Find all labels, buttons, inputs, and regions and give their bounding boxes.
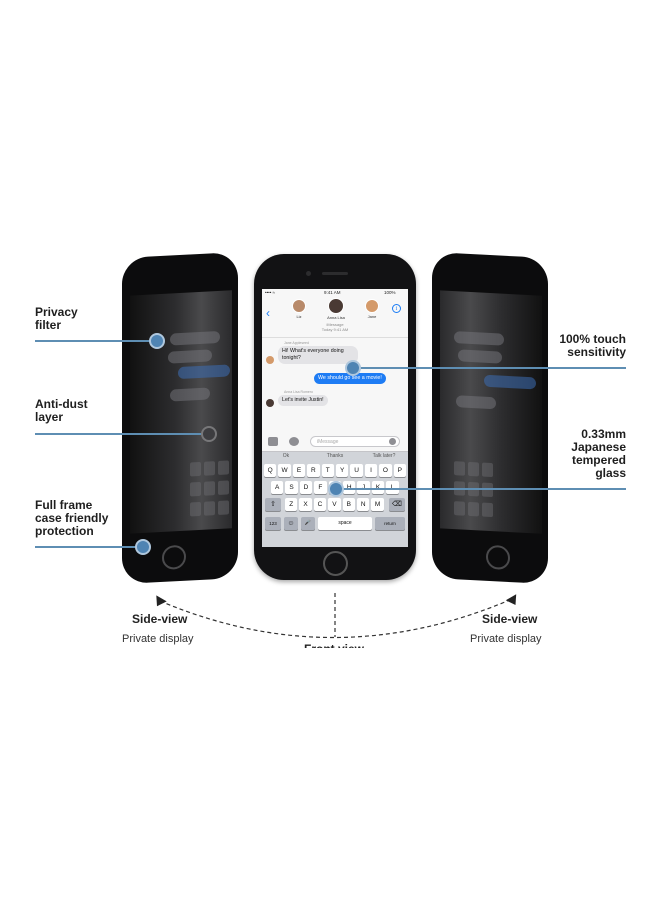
line-tempered-glass bbox=[342, 488, 626, 490]
battery-level: 100% bbox=[384, 290, 396, 295]
avatar-jane-small bbox=[266, 356, 274, 364]
contact-name-anna-lisa: Anna Lisa bbox=[327, 315, 345, 320]
label-privacy-filter: Privacy filter bbox=[35, 305, 78, 332]
label-anti-dust: Anti-dust layer bbox=[35, 397, 88, 424]
line-anti-dust bbox=[35, 433, 203, 435]
carrier-signal: •••• ≈ bbox=[265, 290, 276, 295]
letter-key-j[interactable]: J bbox=[357, 481, 370, 494]
letter-key-x[interactable]: X bbox=[299, 498, 312, 511]
dot-touch-sensitivity bbox=[345, 360, 361, 376]
left-arrow-head bbox=[156, 595, 167, 607]
letter-key-d[interactable]: D bbox=[299, 481, 313, 494]
letter-key-i[interactable]: I bbox=[364, 464, 378, 477]
letter-key-a[interactable]: A bbox=[271, 481, 284, 494]
message-bubble-1[interactable]: Hi! What's everyone doing tonight? bbox=[278, 346, 358, 364]
letter-key-k[interactable]: K bbox=[371, 481, 385, 494]
suggestion-2[interactable]: Thanks bbox=[326, 453, 344, 459]
suggestion-1[interactable]: Ok bbox=[282, 453, 290, 459]
contact-name-liz: Liz bbox=[296, 314, 302, 319]
status-time: 9:41 AM bbox=[324, 290, 341, 295]
right-side-screen bbox=[440, 290, 542, 534]
quicktype-bar: Ok Thanks Talk later? bbox=[262, 451, 408, 463]
left-view-subtitle: Private display bbox=[122, 633, 194, 645]
letter-key-b[interactable]: B bbox=[342, 498, 355, 511]
suggestion-3[interactable]: Talk later? bbox=[372, 453, 396, 459]
label-tempered-glass: 0.33mm Japanese tempered glass bbox=[571, 427, 626, 480]
letter-key-t[interactable]: T bbox=[321, 464, 334, 477]
message-bubble-3[interactable]: Let's invite Justin! bbox=[278, 395, 328, 406]
line-touch-sensitivity bbox=[358, 367, 626, 369]
label-touch-sensitivity: 100% touch sensitivity bbox=[559, 332, 626, 359]
letter-key-u[interactable]: U bbox=[350, 464, 363, 477]
letter-key-v[interactable]: V bbox=[328, 498, 341, 511]
message-bubble-2[interactable]: We should go see a movie! bbox=[314, 373, 386, 384]
left-side-screen bbox=[130, 290, 232, 534]
right-side-phone bbox=[432, 251, 548, 585]
front-screen: •••• ≈ 9:41 AM 100% ‹ Liz Anna Lisa Jane… bbox=[262, 289, 408, 547]
avatar-anna-lisa[interactable] bbox=[328, 298, 344, 314]
left-side-phone bbox=[122, 251, 238, 585]
letter-key-h[interactable]: H bbox=[343, 481, 356, 494]
camera-icon[interactable] bbox=[268, 437, 278, 446]
shift-key[interactable]: ⇧ bbox=[265, 498, 281, 511]
conversation-header: ‹ Liz Anna Lisa Jane i iMessage Today 9:… bbox=[262, 297, 408, 338]
line-full-frame bbox=[35, 546, 139, 548]
back-chevron-icon[interactable]: ‹ bbox=[266, 306, 270, 320]
letter-key-q[interactable]: Q bbox=[264, 464, 277, 477]
letter-key-m[interactable]: M bbox=[371, 498, 384, 511]
info-icon[interactable]: i bbox=[392, 304, 401, 313]
return-key[interactable]: return bbox=[375, 517, 405, 530]
dot-anti-dust bbox=[201, 426, 217, 442]
space-key[interactable]: space bbox=[318, 517, 372, 530]
letter-key-p[interactable]: P bbox=[393, 464, 406, 477]
right-view-subtitle: Private display bbox=[470, 633, 542, 645]
app-store-icon[interactable] bbox=[289, 437, 299, 446]
front-camera bbox=[306, 271, 311, 276]
dot-full-frame bbox=[135, 539, 151, 555]
contact-name-jane: Jane bbox=[367, 314, 377, 319]
dot-privacy-filter bbox=[149, 333, 165, 349]
thread-service: iMessage bbox=[326, 322, 344, 327]
letter-key-w[interactable]: W bbox=[278, 464, 291, 477]
label-full-frame: Full frame case friendly protection bbox=[35, 498, 109, 538]
letter-key-s[interactable]: S bbox=[285, 481, 298, 494]
letter-key-y[interactable]: Y bbox=[336, 464, 349, 477]
dot-tempered-glass bbox=[328, 481, 344, 497]
letter-key-l[interactable]: L bbox=[386, 481, 399, 494]
right-arrow-head bbox=[505, 594, 517, 606]
right-view-title: Side-view bbox=[482, 612, 538, 626]
numbers-key[interactable]: 123 bbox=[265, 517, 281, 530]
thread-timestamp: Today 9:41 AM bbox=[321, 327, 349, 332]
avatar-liz[interactable] bbox=[292, 299, 306, 313]
avatar-anna-lisa-small bbox=[266, 399, 274, 407]
line-privacy-filter bbox=[35, 340, 153, 342]
status-bar: •••• ≈ 9:41 AM 100% bbox=[262, 289, 408, 297]
letter-key-z[interactable]: Z bbox=[285, 498, 298, 511]
compose-bar: iMessage bbox=[262, 433, 408, 451]
dictation-key[interactable]: 🎤 bbox=[301, 517, 315, 530]
emoji-key[interactable]: ☺ bbox=[284, 517, 298, 530]
sender-anna-lisa: Anna Lisa Romero bbox=[284, 390, 313, 394]
bottom-whitespace bbox=[0, 648, 660, 900]
front-speaker bbox=[322, 272, 348, 275]
center-view-title: Front view bbox=[304, 642, 364, 648]
left-view-title: Side-view bbox=[132, 612, 188, 626]
letter-key-e[interactable]: E bbox=[292, 464, 306, 477]
letter-key-c[interactable]: C bbox=[313, 498, 327, 511]
microphone-icon[interactable] bbox=[389, 438, 396, 445]
front-home-button bbox=[323, 551, 348, 576]
letter-key-n[interactable]: N bbox=[357, 498, 370, 511]
message-input[interactable]: iMessage bbox=[310, 436, 400, 447]
left-home-button bbox=[162, 544, 186, 570]
letter-key-f[interactable]: F bbox=[314, 481, 327, 494]
letter-key-o[interactable]: O bbox=[379, 464, 392, 477]
delete-key[interactable]: ⌫ bbox=[389, 498, 405, 511]
viewing-angle-arrows bbox=[156, 593, 517, 639]
right-home-button bbox=[486, 544, 510, 571]
avatar-jane[interactable] bbox=[365, 299, 379, 313]
sender-jane: Jane Appleseed bbox=[284, 341, 309, 345]
letter-key-r[interactable]: R bbox=[307, 464, 320, 477]
